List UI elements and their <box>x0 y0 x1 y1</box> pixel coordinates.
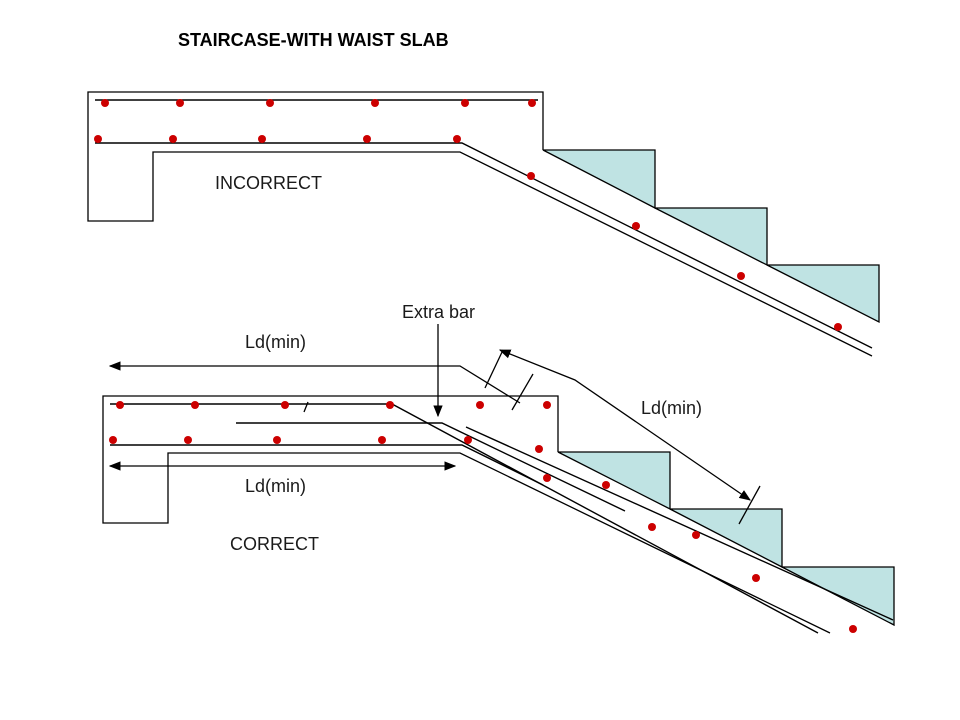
rebar-dot <box>281 401 289 409</box>
incorrect-label: INCORRECT <box>215 173 322 193</box>
step-1 <box>557 451 671 511</box>
rebar-dot <box>94 135 102 143</box>
correct-detail: Ld(min) Ld(min) Ld(min) Extra bar CORREC… <box>102 302 895 634</box>
rebar-dot <box>692 531 700 539</box>
inclined-bottom-bar <box>465 426 894 621</box>
rebar-dots-incorrect <box>94 99 842 331</box>
rebar-dot <box>101 99 109 107</box>
rebar-dot <box>273 436 281 444</box>
rebar-dot <box>453 135 461 143</box>
rebar-dot <box>169 135 177 143</box>
rebar-dot <box>464 436 472 444</box>
rebar-dot <box>648 523 656 531</box>
bottom-bar <box>95 142 873 349</box>
rebar-dot <box>116 401 124 409</box>
landing-slab-outline <box>87 91 873 357</box>
rebar-dot <box>371 99 379 107</box>
step-3 <box>766 264 880 324</box>
rebar-dot <box>363 135 371 143</box>
rebar-dot <box>386 401 394 409</box>
ld-min-top-dimension <box>108 361 521 404</box>
rebar-dot <box>176 99 184 107</box>
step-1 <box>542 149 656 210</box>
diagram-title: STAIRCASE-WITH WAIST SLAB <box>178 30 449 50</box>
rebar-dot <box>527 172 535 180</box>
rebar-dot <box>849 625 857 633</box>
step-2 <box>654 207 768 267</box>
rebar-dot <box>191 401 199 409</box>
dimension-tick <box>738 485 761 525</box>
rebar-dot <box>834 323 842 331</box>
incorrect-detail: INCORRECT <box>87 91 880 357</box>
rebar-dot <box>184 436 192 444</box>
rebar-dot <box>461 99 469 107</box>
rebar-dot <box>535 445 543 453</box>
rebar-dot <box>543 401 551 409</box>
dimension-tick <box>511 373 534 411</box>
rebar-dot <box>752 574 760 582</box>
ld-min-top-label: Ld(min) <box>245 332 306 352</box>
step-3 <box>781 566 895 627</box>
rebar-dot <box>528 99 536 107</box>
rebar-dot <box>602 481 610 489</box>
extra-bar-label: Extra bar <box>402 302 475 322</box>
bar-tick <box>303 401 309 413</box>
rebar-dot <box>258 135 266 143</box>
step-2 <box>669 508 783 569</box>
rebar-dot <box>737 272 745 280</box>
rebar-dot <box>632 222 640 230</box>
rebar-dot <box>109 436 117 444</box>
ld-min-bottom-label: Ld(min) <box>245 476 306 496</box>
correct-label: CORRECT <box>230 534 319 554</box>
rebar-dot <box>543 474 551 482</box>
rebar-dot <box>266 99 274 107</box>
dimension-tick <box>484 349 504 389</box>
rebar-dot <box>476 401 484 409</box>
rebar-dot <box>378 436 386 444</box>
ld-min-incline-dimension <box>498 349 751 501</box>
ld-min-incline-label: Ld(min) <box>641 398 702 418</box>
landing-slab-outline <box>102 395 831 634</box>
